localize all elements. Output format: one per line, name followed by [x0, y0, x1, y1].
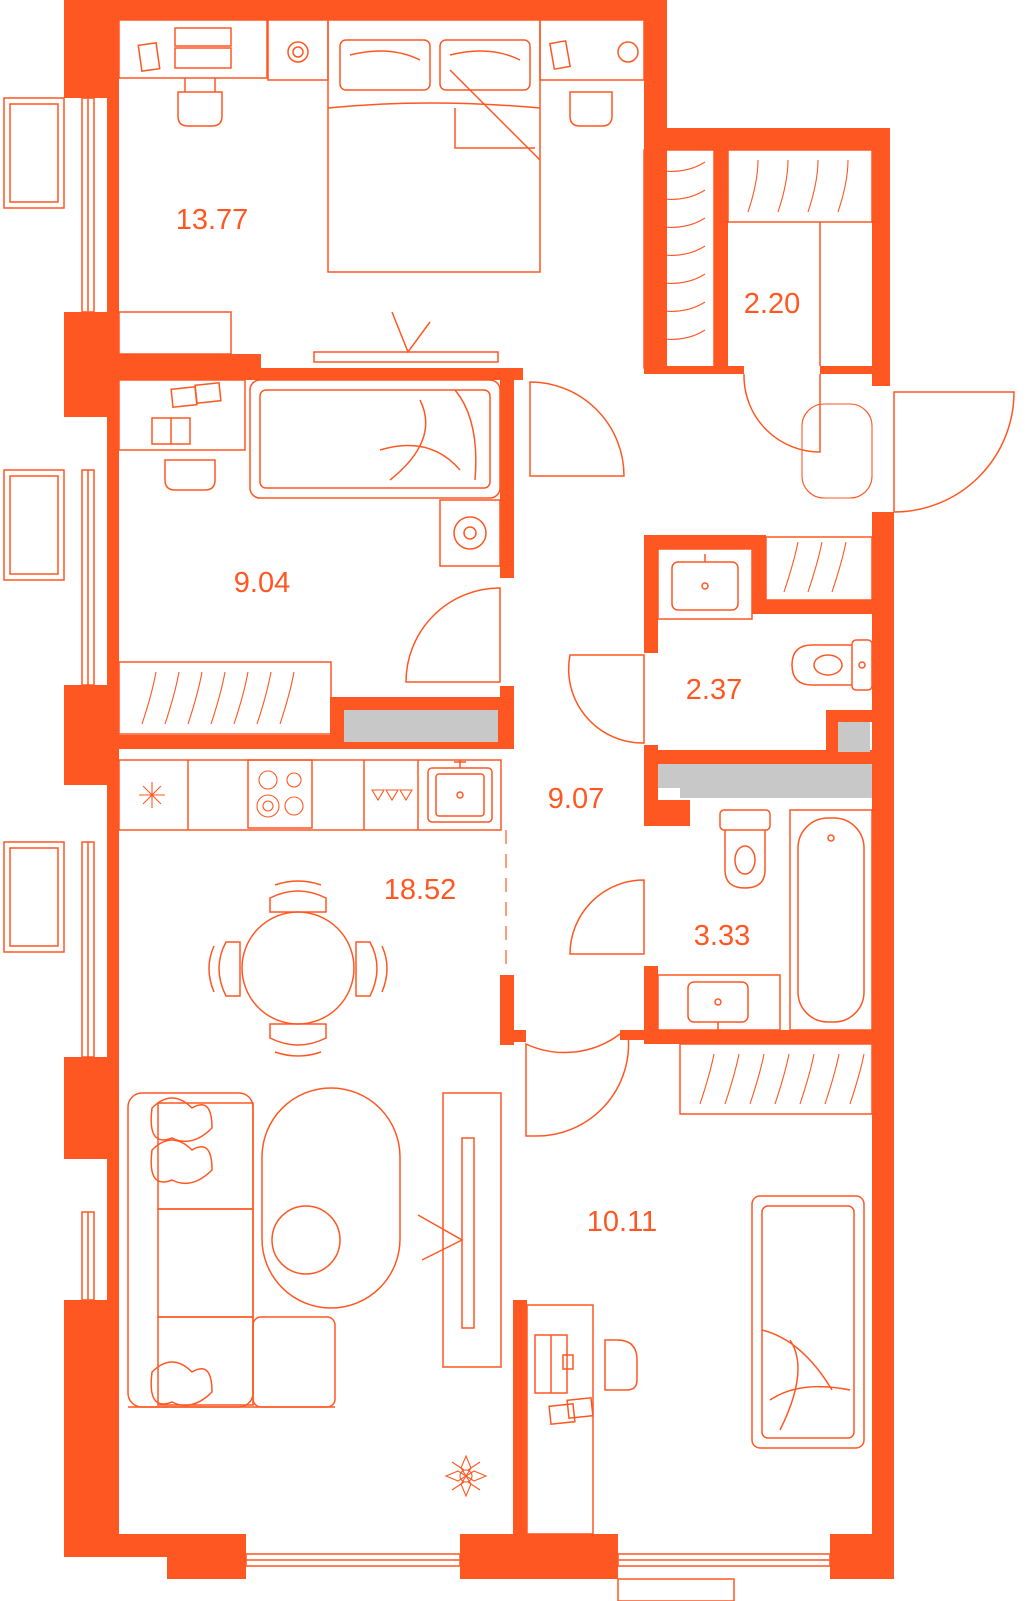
- double-bed: [327, 19, 541, 273]
- window-living: [81, 1211, 95, 1301]
- nightstand-round: [439, 499, 501, 567]
- wall-segment: [107, 98, 119, 1300]
- walls: [64, 0, 894, 1579]
- door-bathroom: [569, 879, 645, 955]
- area-label-hallway: 9.07: [548, 783, 604, 815]
- wall-segment: [644, 535, 764, 549]
- closet: [643, 149, 715, 369]
- wall-segment: [826, 710, 838, 755]
- single-bed: [751, 1195, 865, 1449]
- bathroom-sink: [657, 974, 781, 1031]
- bathtub-icon: [789, 809, 873, 1031]
- lights-icon: [371, 789, 413, 802]
- wall-segment: [644, 750, 892, 764]
- wall-segment: [830, 1534, 894, 1579]
- tv-unit: [118, 311, 499, 363]
- door-bedroom: [529, 381, 625, 477]
- area-label-bedroom-small: 9.04: [234, 567, 290, 599]
- doors: [405, 374, 1015, 1137]
- wall-segment: [620, 1030, 644, 1040]
- area-label-kitchen-living: 18.52: [384, 874, 457, 906]
- wall-segment: [644, 0, 667, 370]
- area-label-bathroom: 3.33: [694, 920, 750, 952]
- desk-small: [526, 1304, 638, 1535]
- wall-segment: [64, 1300, 119, 1557]
- windows: [3, 97, 831, 1601]
- wall-segment: [820, 366, 890, 374]
- window-bedroom-third: [617, 1553, 831, 1601]
- wall-segment: [826, 710, 892, 722]
- area-label-bedroom: 13.77: [176, 204, 249, 236]
- sofa: [127, 1092, 336, 1408]
- wall-segment: [119, 735, 333, 749]
- wall-segment: [644, 366, 744, 374]
- coffee-table: [261, 1087, 401, 1309]
- vent-duct: [658, 764, 872, 798]
- wall-segment: [644, 966, 658, 1034]
- wall-segment: [513, 1300, 527, 1557]
- wall-segment: [119, 368, 523, 380]
- desk-with-laptop: [118, 19, 268, 127]
- toilet-icon: [791, 639, 873, 691]
- single-bed: [249, 379, 501, 499]
- door-wardrobe: [743, 374, 821, 453]
- window-living-bottom: [245, 1553, 461, 1567]
- window-kitchen: [3, 841, 95, 1058]
- door-toilet: [567, 654, 645, 744]
- closet: [765, 536, 873, 601]
- vent-duct: [344, 710, 498, 742]
- toilet-icon: [719, 809, 771, 889]
- flower-icon: [444, 1454, 488, 1498]
- snowflake-icon: [139, 782, 165, 808]
- sink-icon: [427, 760, 493, 823]
- door-bedroom-small: [405, 587, 501, 683]
- kitchen-counter: [118, 759, 502, 831]
- wall-segment: [644, 128, 890, 150]
- window-bedroom: [3, 97, 95, 313]
- wall-segment: [500, 370, 514, 578]
- area-label-wardrobe: 2.20: [744, 288, 800, 320]
- wall-segment: [500, 1030, 526, 1042]
- nightstand: [539, 19, 645, 127]
- vent-duct: [838, 722, 870, 752]
- toilet-room-sink: [657, 548, 753, 620]
- area-labels: 13.77 2.20 9.04 2.37 9.07 18.52 3.33 10.…: [176, 204, 801, 1238]
- closet: [118, 661, 332, 735]
- wardrobe-rail: [727, 149, 873, 499]
- wall-segment: [752, 600, 892, 614]
- desk-small: [118, 379, 246, 491]
- furniture: [118, 19, 873, 1535]
- dining-table: [208, 880, 388, 1057]
- closet: [679, 1043, 873, 1115]
- hob-icon: [256, 770, 304, 818]
- window-bedroom-small: [3, 469, 95, 686]
- wall-segment: [167, 1534, 246, 1579]
- wall-segment: [644, 535, 658, 653]
- wall-segment: [752, 535, 766, 613]
- door-entrance: [893, 391, 1015, 513]
- tv-stand: [417, 1092, 502, 1368]
- wall-segment: [644, 1030, 892, 1044]
- door-bedroom-third: [525, 1033, 630, 1137]
- wall-segment: [714, 150, 728, 372]
- area-label-bedroom-third: 10.11: [587, 1206, 657, 1238]
- wall-segment: [64, 0, 667, 20]
- nightstand: [267, 19, 329, 81]
- wall-segment: [460, 1534, 618, 1579]
- area-label-toilet: 2.37: [686, 674, 742, 706]
- wall-segment: [872, 128, 890, 386]
- wall-segment: [500, 975, 514, 1045]
- vent-ducts: [344, 710, 872, 798]
- wall-segment: [644, 800, 690, 826]
